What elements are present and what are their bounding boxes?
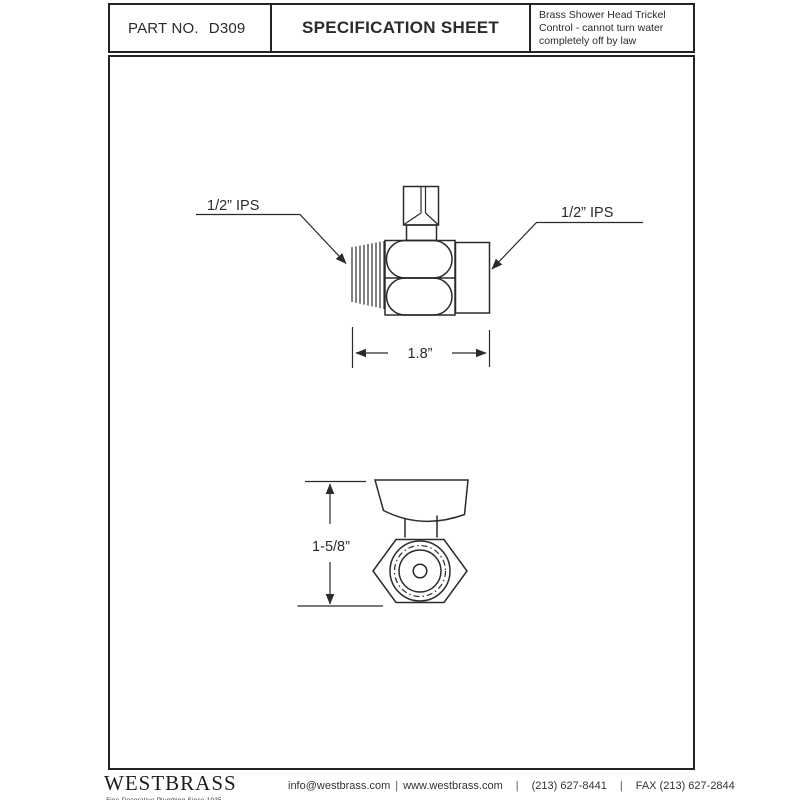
description-line: Brass Shower Head Trickel [539, 9, 666, 21]
separator: | [515, 780, 519, 792]
contact-phone: (213) 627-8441 [531, 780, 607, 792]
valve-stem-side [405, 224, 438, 242]
spec-sheet-header: PART NO. D309 SPECIFICATION SHEET Brass … [108, 3, 695, 53]
height-dimension: 1-5/8” [297, 480, 383, 607]
contact-email: info@westbrass.com [288, 780, 391, 792]
hex-nut [372, 538, 468, 604]
valve-stem-front [404, 515, 438, 538]
height-dim-text: 1-5/8” [312, 539, 350, 555]
valve-body-lobe-top [385, 239, 453, 279]
valve-body-lobe-bottom [385, 277, 453, 316]
separator: | [619, 780, 623, 792]
side-view-drawing: 1/2” IPS 1/2” IPS 1.8” [196, 185, 643, 368]
description-line: completely off by law [539, 35, 637, 47]
width-dim-text: 1.8” [408, 346, 433, 362]
part-number-value: D309 [208, 19, 246, 37]
valve-handle-front [374, 479, 469, 523]
description-line: Control - cannot turn water [539, 22, 664, 34]
technical-drawing: 1/2” IPS 1/2” IPS 1.8” 1-5/8” [196, 185, 643, 607]
product-description: Brass Shower Head Trickel Control - cann… [529, 5, 693, 51]
valve-outlet [454, 241, 491, 314]
width-dimension: 1.8” [351, 327, 491, 368]
brand-name: WESTBRASS [104, 771, 237, 795]
separator: | [395, 780, 399, 792]
threaded-inlet [351, 241, 385, 309]
right-leader-line [491, 221, 643, 270]
part-number-label: PART NO. [128, 19, 199, 37]
left-port-label: 1/2” IPS [207, 198, 259, 214]
outlet-outer-circle [389, 540, 451, 602]
handle-facets [403, 187, 439, 225]
sheet-title: SPECIFICATION SHEET [301, 18, 500, 37]
left-leader-line [196, 213, 347, 265]
contact-fax: FAX (213) 627-2844 [635, 780, 735, 792]
contact-website: www.westbrass.com [403, 780, 503, 792]
right-port-label: 1/2” IPS [561, 205, 613, 221]
front-view-drawing: 1-5/8” [297, 479, 469, 607]
drawing-frame [108, 55, 695, 770]
outlet-orifice [412, 563, 428, 579]
contact-info: info@westbrass.com | www.westbrass.com |… [288, 780, 735, 792]
outlet-inner-circle [398, 549, 442, 593]
brand-tagline: Fine Decorative Plumbing Since 1935 [104, 797, 224, 800]
thread-pitch-circle [393, 544, 447, 598]
part-number-cell: PART NO. D309 [110, 5, 272, 51]
brand-logo: WESTBRASS Fine Decorative Plumbing Since… [104, 771, 237, 800]
